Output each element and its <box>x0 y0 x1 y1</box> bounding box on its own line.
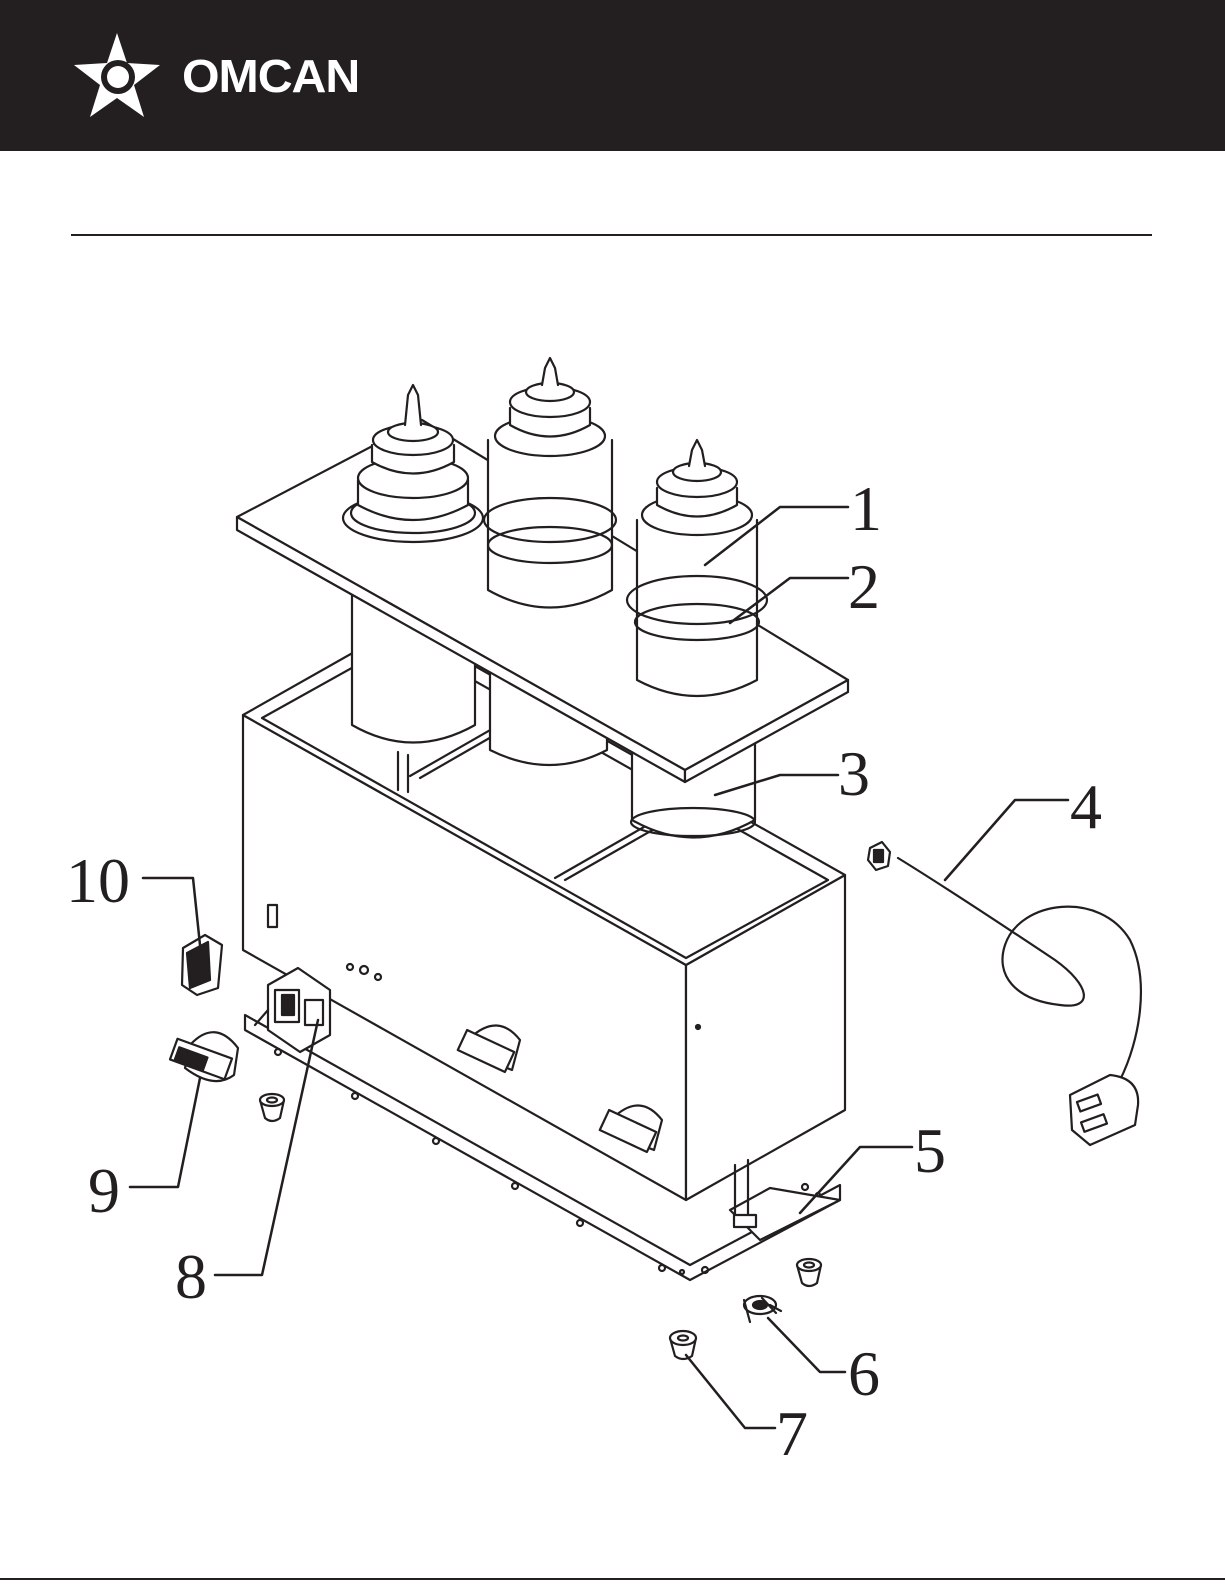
callout-3: 3 <box>838 738 870 809</box>
callout-1: 1 <box>850 473 882 544</box>
callout-9: 9 <box>88 1155 120 1226</box>
callout-4: 4 <box>1070 771 1102 842</box>
rubber-foot-right <box>797 1259 821 1286</box>
part-9-control-knob <box>170 1032 238 1081</box>
callout-7: 7 <box>776 1398 808 1469</box>
rubber-foot-left <box>260 1094 284 1121</box>
part-10-rocker-switch <box>182 935 222 995</box>
callout-10: 10 <box>66 845 130 916</box>
squeeze-bottle-right <box>627 440 767 696</box>
callout-5: 5 <box>914 1115 946 1186</box>
part-6-cord-clamp <box>744 1296 781 1322</box>
part-7-rubber-foot <box>670 1331 696 1359</box>
footer-divider <box>0 1578 1225 1580</box>
callout-6: 6 <box>848 1338 880 1409</box>
callout-2: 2 <box>848 551 880 622</box>
squeeze-bottle-middle <box>484 358 616 608</box>
callout-8: 8 <box>175 1241 207 1312</box>
part-4-power-cord <box>868 842 1141 1145</box>
